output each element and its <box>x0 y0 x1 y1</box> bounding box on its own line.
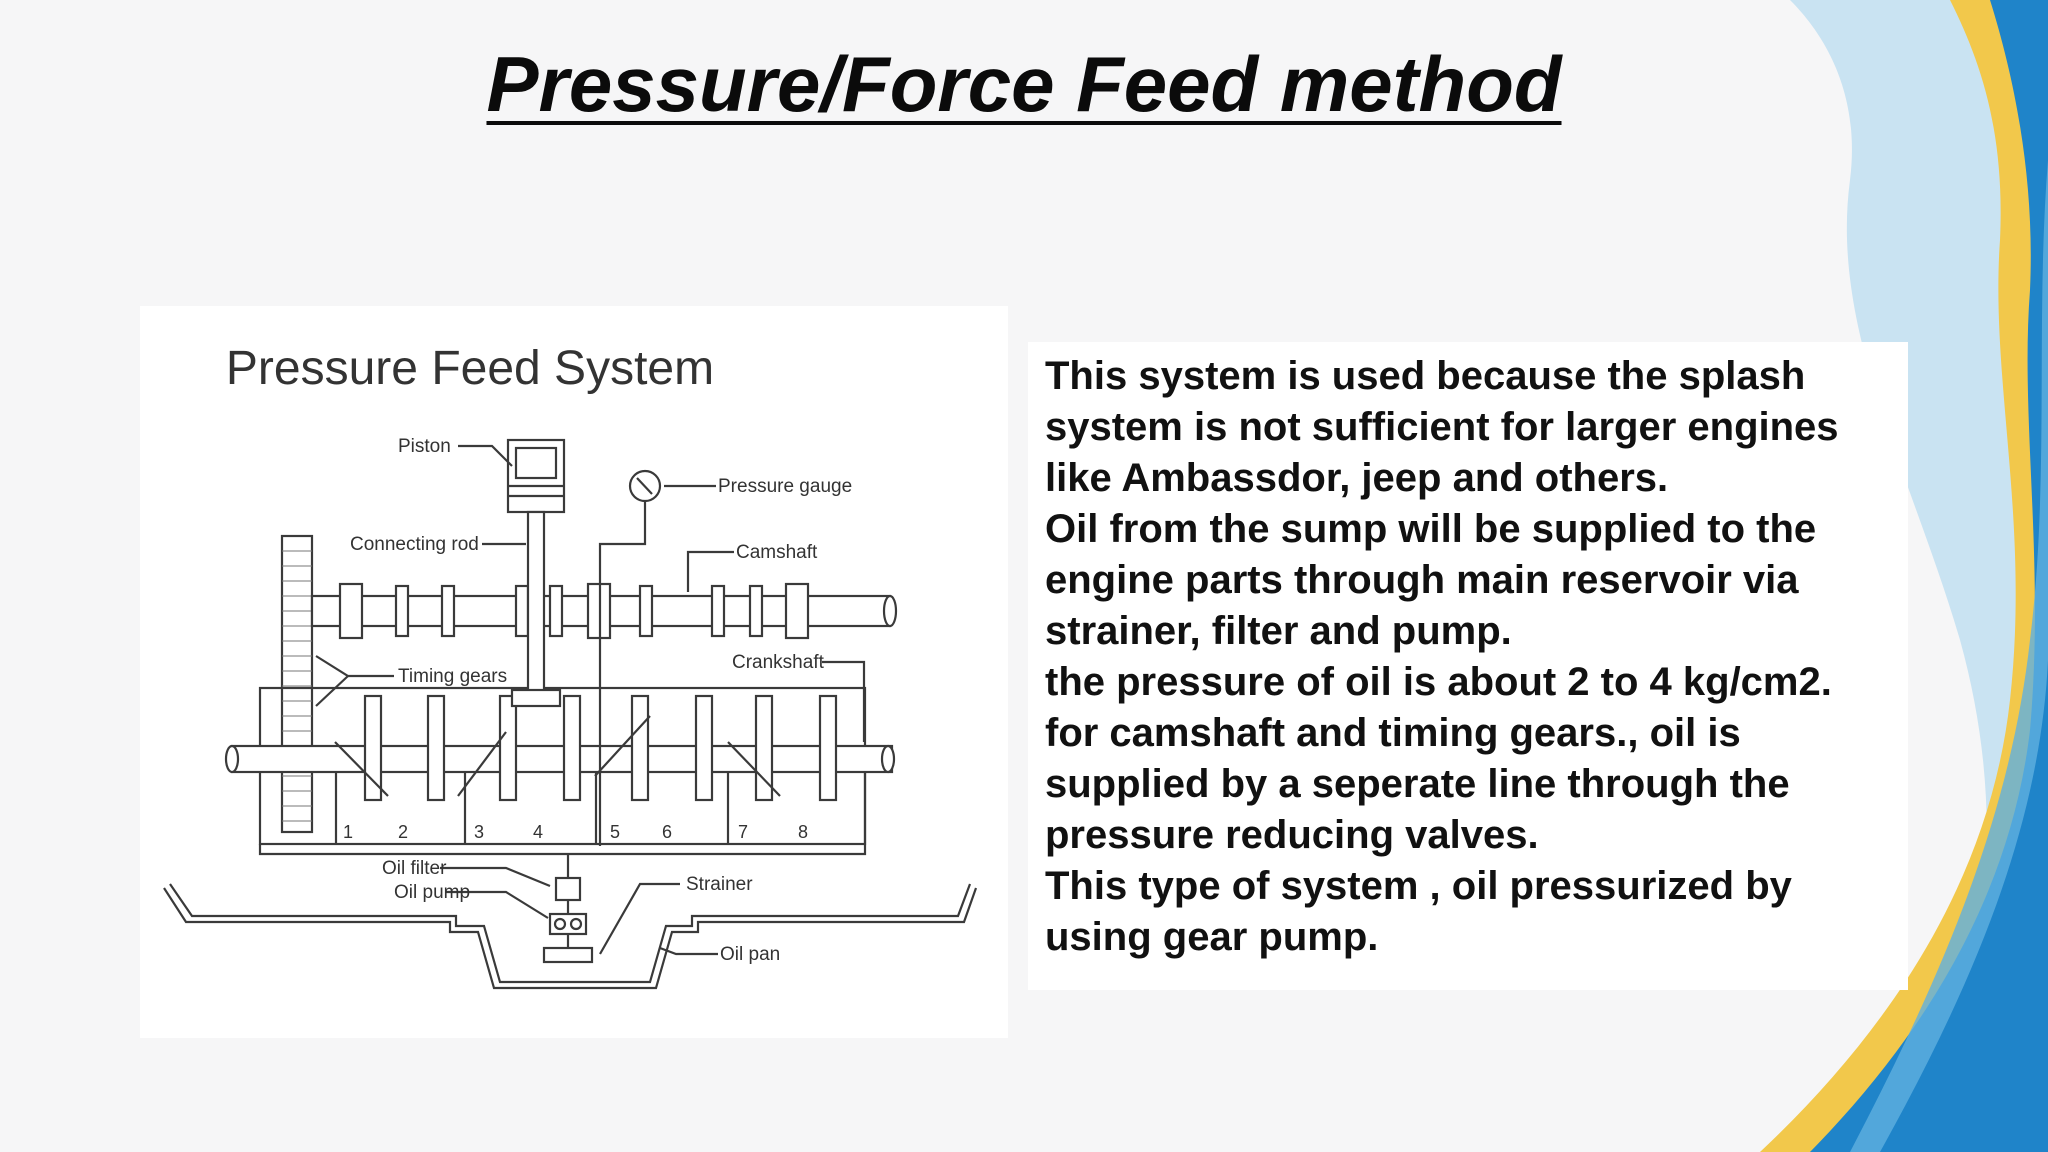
pressure-feed-diagram: Pressure Feed System <box>140 306 1008 1038</box>
diagram-heading: Pressure Feed System <box>226 342 714 395</box>
light-blue-wave <box>1790 0 2048 1152</box>
timing-gear-plate <box>280 534 314 834</box>
big-end <box>510 688 562 708</box>
crank-webs <box>363 694 838 802</box>
camshaft-end <box>882 594 898 628</box>
leader-lines <box>315 444 866 956</box>
yellow-wave <box>1760 0 2048 1152</box>
label-crankshaft: Crankshaft <box>732 652 825 673</box>
oil-pan <box>169 883 972 984</box>
camshaft-lobes <box>338 582 810 640</box>
description-line: system is not sufficient for larger engi… <box>1045 405 1839 449</box>
oil-filter <box>554 876 582 902</box>
strainer <box>542 946 594 964</box>
pump-gear <box>569 917 583 931</box>
description-line: pressure reducing valves. <box>1045 813 1539 857</box>
diagram-drawing: Pressure Feed System <box>163 342 978 990</box>
label-timing-gears: Timing gears <box>398 666 507 687</box>
label-oil-filter: Oil filter <box>382 858 447 879</box>
description-line: This type of system , oil pressurized by <box>1045 864 1792 908</box>
label-piston: Piston <box>398 436 451 457</box>
bearing-numbers: 1 2 3 4 5 6 7 8 <box>343 822 808 842</box>
bearing-number: 8 <box>798 822 808 842</box>
oil-pan-inner <box>163 887 978 990</box>
description-line: strainer, filter and pump. <box>1045 609 1512 653</box>
label-pressure-gauge: Pressure gauge <box>718 476 852 497</box>
blue-wave-highlight <box>1850 160 2048 1152</box>
bearing-dividers <box>334 772 867 844</box>
connecting-rod <box>526 510 546 700</box>
label-connecting-rod: Connecting rod <box>350 534 479 555</box>
main-oil-line <box>258 844 867 856</box>
gauge-needle <box>636 477 653 495</box>
slide-title-text: Pressure/Force Feed method <box>486 40 1562 128</box>
description-line: for camshaft and timing gears., oil is <box>1045 711 1741 755</box>
description-line: Oil from the sump will be supplied to th… <box>1045 507 1817 551</box>
bearing-number: 4 <box>533 822 543 842</box>
description-line: This system is used because the splash <box>1045 354 1806 398</box>
description-line: using gear pump. <box>1045 915 1379 959</box>
label-strainer: Strainer <box>686 874 753 895</box>
bearing-number: 1 <box>343 822 353 842</box>
description-line: the pressure of oil is about 2 to 4 kg/c… <box>1045 660 1832 704</box>
label-oil-pump: Oil pump <box>394 882 470 903</box>
piston <box>506 438 566 514</box>
crankshaft <box>230 744 894 774</box>
label-camshaft: Camshaft <box>736 542 818 563</box>
description-line: like Ambassdor, jeep and others. <box>1045 456 1669 500</box>
bearing-number: 2 <box>398 822 408 842</box>
description-box: This system is used because the splash s… <box>1028 342 1908 990</box>
bearing-number: 5 <box>610 822 620 842</box>
bearing-number: 7 <box>738 822 748 842</box>
slide-title: Pressure/Force Feed method <box>0 38 2048 130</box>
bearing-number: 3 <box>474 822 484 842</box>
piston-head <box>514 446 558 480</box>
pump-gear <box>553 917 567 931</box>
bearing-number: 6 <box>662 822 672 842</box>
gauge-oil-line <box>598 501 647 846</box>
crankshaft-end <box>880 744 896 774</box>
blue-wave <box>1810 0 2048 1152</box>
description-line: supplied by a seperate line through the <box>1045 762 1790 806</box>
description-line: engine parts through main reservoir via <box>1045 558 1799 602</box>
label-oil-pan: Oil pan <box>720 944 780 965</box>
crankshaft-end-left <box>224 744 240 774</box>
